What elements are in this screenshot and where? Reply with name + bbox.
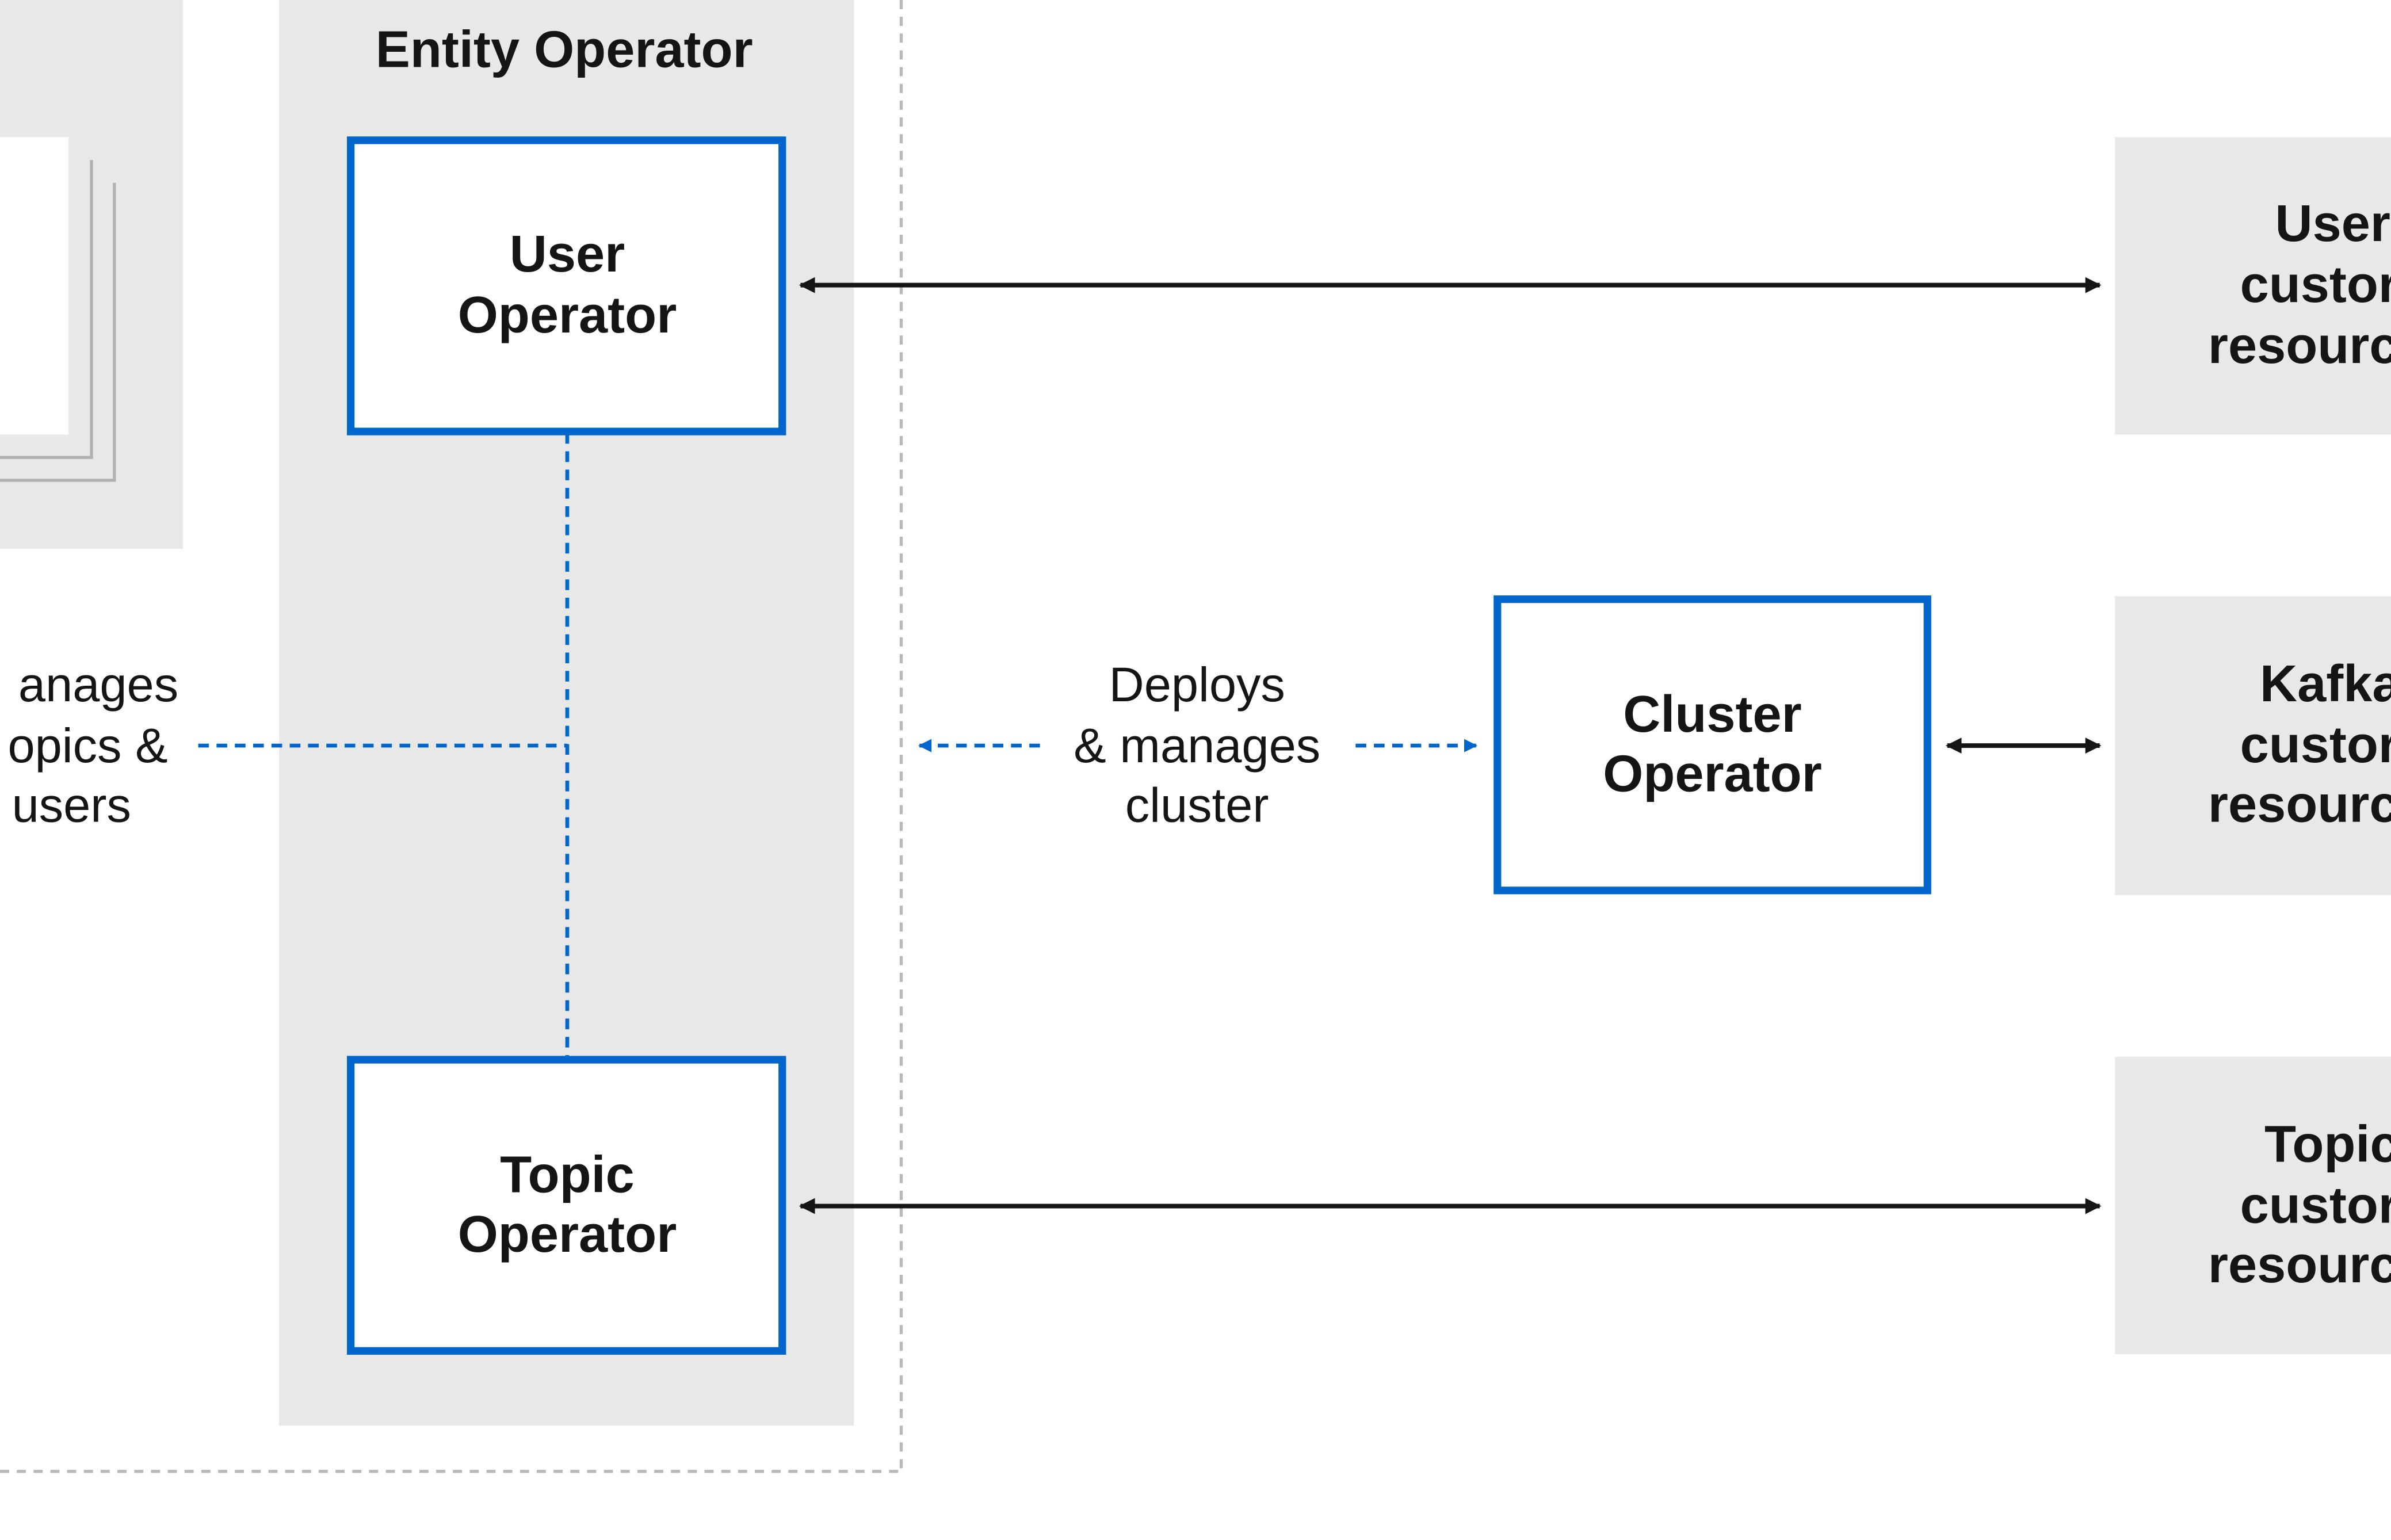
manages-topics-line-3: users — [12, 778, 131, 832]
deploys-line-3: cluster — [1125, 778, 1269, 832]
user-operator-label-2: Operator — [458, 286, 677, 344]
topic-operator-box: Topic Operator — [346, 1056, 786, 1355]
user-resource-line-1: User — [2275, 194, 2390, 253]
topic-operator-label-2: Operator — [458, 1205, 677, 1263]
manages-topics-users-label: anages opics & users — [7, 657, 178, 832]
user-resource-line-2: custor — [2240, 255, 2391, 314]
deploys-line-2: & manages — [1074, 718, 1320, 773]
topic-operator-label-1: Topic — [500, 1146, 635, 1204]
cluster-operator-label-2: Operator — [1603, 745, 1822, 803]
cluster-operator-box: Cluster Operator — [1494, 595, 1931, 895]
topic-custom-resource: Topic custor resourc — [2115, 1056, 2391, 1354]
user-operator-label-1: User — [510, 225, 625, 283]
user-operator-box: User Operator — [346, 136, 786, 435]
manages-topics-line-2: opics & — [7, 718, 167, 773]
cluster-operator-label-1: Cluster — [1623, 685, 1801, 743]
entity-operator-title: Entity Operator — [376, 21, 753, 79]
deploys-manages-label: Deploys & manages cluster — [1074, 657, 1320, 832]
kafka-custom-resource: Kafka custor resourc — [2115, 596, 2391, 895]
deploys-line-1: Deploys — [1109, 657, 1285, 712]
user-custom-resource: User custor resourc — [2115, 137, 2391, 435]
manages-topics-line-1: anages — [18, 657, 178, 712]
topic-resource-line-3: resourc — [2208, 1236, 2391, 1294]
user-resource-line-3: resourc — [2208, 316, 2391, 375]
kafka-resource-line-3: resourc — [2208, 775, 2391, 834]
topic-resource-line-2: custor — [2240, 1176, 2391, 1235]
stacked-pages-icon — [0, 137, 116, 482]
kafka-resource-line-2: custor — [2240, 716, 2391, 774]
kafka-resource-line-1: Kafka — [2260, 655, 2391, 713]
topic-resource-line-1: Topic — [2264, 1115, 2391, 1174]
